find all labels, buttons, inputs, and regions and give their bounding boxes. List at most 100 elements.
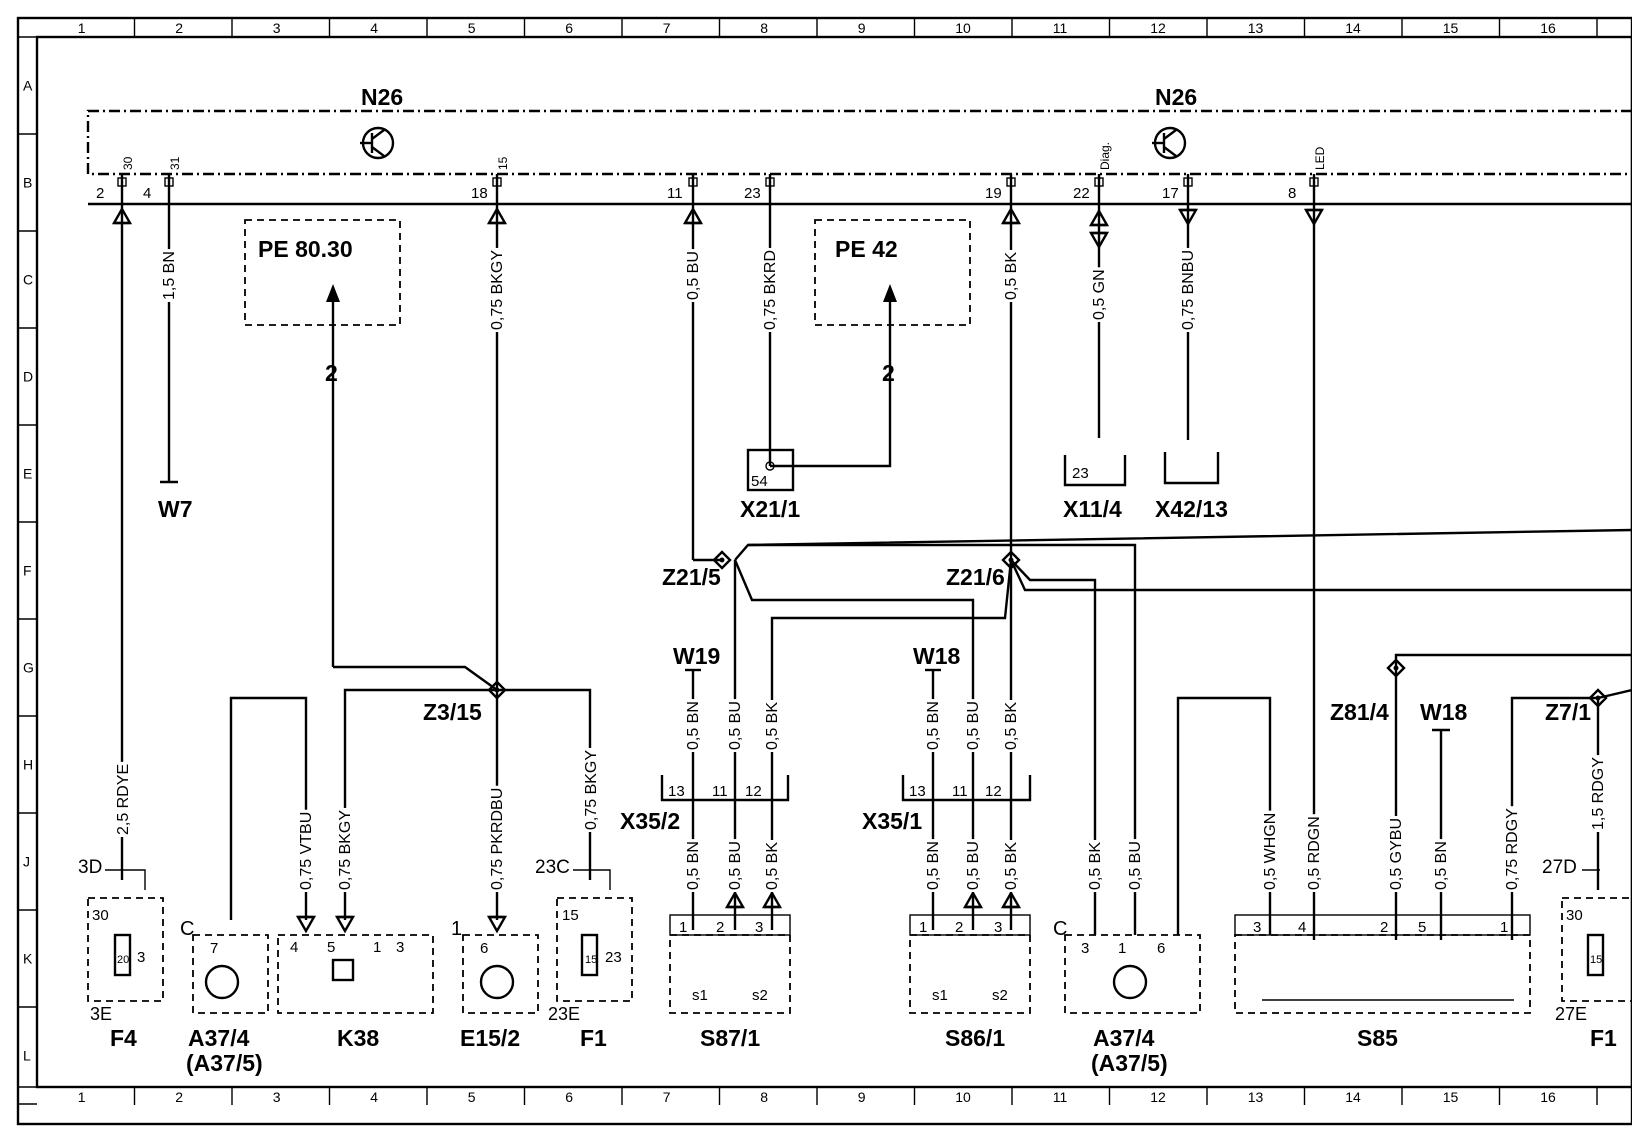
grid-column-label: 1 [78, 1089, 86, 1105]
wire-label: 0,5 BN [925, 841, 942, 890]
grid-column-label: 4 [370, 20, 378, 36]
splice-z7-1: Z7/1 [1545, 699, 1591, 725]
svg-text:15: 15 [585, 954, 597, 966]
svg-text:X35/1: X35/1 [862, 808, 922, 834]
n26-terminal: 17 [1162, 174, 1193, 204]
grid-row-label: H [23, 757, 33, 773]
svg-text:s2: s2 [752, 987, 768, 1004]
terminal-number: 11 [667, 185, 683, 202]
svg-text:s1: s1 [932, 987, 948, 1004]
arrow-down-icon [295, 915, 317, 934]
grid-row-label: L [23, 1048, 31, 1064]
grid-column-label: 11 [1053, 1089, 1068, 1105]
svg-text:3: 3 [137, 949, 145, 966]
svg-text:5: 5 [327, 939, 335, 956]
svg-text:15: 15 [1590, 954, 1602, 966]
arrow-up-icon [761, 890, 783, 909]
wire-label: 0,5 BU [727, 701, 744, 750]
reference-pe-80-30[interactable]: PE 80.30 2 [244, 219, 401, 386]
wire-label: 0,5 BN [1433, 841, 1450, 890]
svg-text:E15/2: E15/2 [460, 1025, 520, 1051]
svg-text:(A37/5): (A37/5) [1091, 1050, 1168, 1076]
grid-column-label: 3 [273, 20, 281, 36]
splice-z81-4: Z81/4 [1330, 699, 1389, 725]
svg-text:s1: s1 [692, 987, 708, 1004]
svg-text:1: 1 [373, 939, 381, 956]
pe-ref-label: PE 80.30 [258, 236, 353, 262]
connector-x42-13: X42/13 [1155, 452, 1228, 522]
svg-text:4: 4 [290, 939, 298, 956]
connector-x11-4: 23 X11/4 [1063, 455, 1127, 522]
svg-text:2: 2 [955, 919, 963, 936]
svg-text:6: 6 [480, 940, 488, 957]
svg-text:3: 3 [1253, 919, 1261, 936]
svg-text:(A37/5): (A37/5) [186, 1050, 263, 1076]
grid-column-label: 15 [1443, 1089, 1459, 1105]
wire-label: 0,75 BNBU [1180, 250, 1197, 330]
grid-column-labels: 1122334455667788991010111112121313141415… [78, 20, 1556, 1105]
arrow-down-icon [1303, 208, 1325, 227]
grid-column-label: 2 [175, 20, 183, 36]
arrow-down-icon [486, 915, 508, 934]
grid-column-label: 13 [1248, 20, 1264, 36]
arrow-up-icon [682, 206, 704, 225]
grid-column-label: 8 [760, 20, 768, 36]
component-a37-4-left: C 7 A37/4 (A37/5) [180, 918, 269, 1076]
grid-column-label: 16 [1540, 20, 1556, 36]
svg-text:S85: S85 [1357, 1025, 1398, 1051]
svg-text:2: 2 [716, 919, 724, 936]
grid-column-label: 12 [1150, 1089, 1166, 1105]
svg-text:5: 5 [1418, 919, 1426, 936]
svg-text:12: 12 [985, 783, 1002, 800]
terminal-number: 18 [471, 185, 488, 202]
svg-text:23: 23 [1072, 465, 1089, 482]
connector-x35-2: 13 11 12 X35/2 [620, 775, 790, 834]
relay-k38: 4 5 1 3 K38 [277, 934, 434, 1051]
grid-column-label: 10 [955, 1089, 971, 1105]
grid-column-label: 4 [370, 1089, 378, 1105]
svg-text:12: 12 [745, 783, 762, 800]
svg-text:1: 1 [1118, 940, 1126, 957]
n26-right-label: N26 [1155, 84, 1197, 110]
ground-w18: W18 [913, 643, 961, 669]
reference-pe-42[interactable]: PE 42 2 [814, 219, 971, 386]
terminal-number: 2 [96, 185, 104, 202]
svg-text:3: 3 [994, 919, 1002, 936]
grid-row-label: A [23, 78, 33, 94]
transistor-icon [360, 126, 395, 160]
svg-text:1: 1 [919, 919, 927, 936]
terminal-number: 22 [1073, 185, 1090, 202]
svg-text:s2: s2 [992, 987, 1008, 1004]
svg-text:1: 1 [451, 918, 462, 940]
svg-text:13: 13 [668, 783, 685, 800]
wire-label: 0,5 RDGN [1306, 816, 1323, 890]
svg-text:4: 4 [1298, 919, 1306, 936]
grid-column-label: 8 [760, 1089, 768, 1105]
transistor-icon [1152, 126, 1187, 160]
wire-label: 0,5 BK [1087, 842, 1104, 890]
splice-icon [1588, 688, 1608, 708]
svg-text:C: C [1053, 918, 1067, 940]
grid-column-label: 3 [273, 1089, 281, 1105]
splice-z3-15: Z3/15 [423, 699, 482, 725]
grid-row-label: C [23, 272, 33, 288]
grid-column-label: 11 [1053, 20, 1068, 36]
wire-label: 0,75 RDGY [1504, 808, 1521, 890]
svg-text:15: 15 [562, 907, 579, 924]
connector-x21-1: 54 X21/1 [740, 448, 800, 522]
terminal-tag: 31 [168, 156, 182, 170]
terminal-number: 19 [985, 185, 1002, 202]
svg-text:X11/4: X11/4 [1063, 496, 1122, 522]
svg-text:3: 3 [396, 939, 404, 956]
n26-terminal: 431 [143, 156, 182, 204]
arrow-up-icon [724, 890, 746, 909]
arrow-up-icon [1000, 890, 1022, 909]
svg-text:X42/13: X42/13 [1155, 496, 1228, 522]
switch-s85: 3 4 2 5 1 S85 [1234, 914, 1531, 1051]
fuse-f1-right: 27D 30 15 27E F1 [1542, 857, 1632, 1051]
